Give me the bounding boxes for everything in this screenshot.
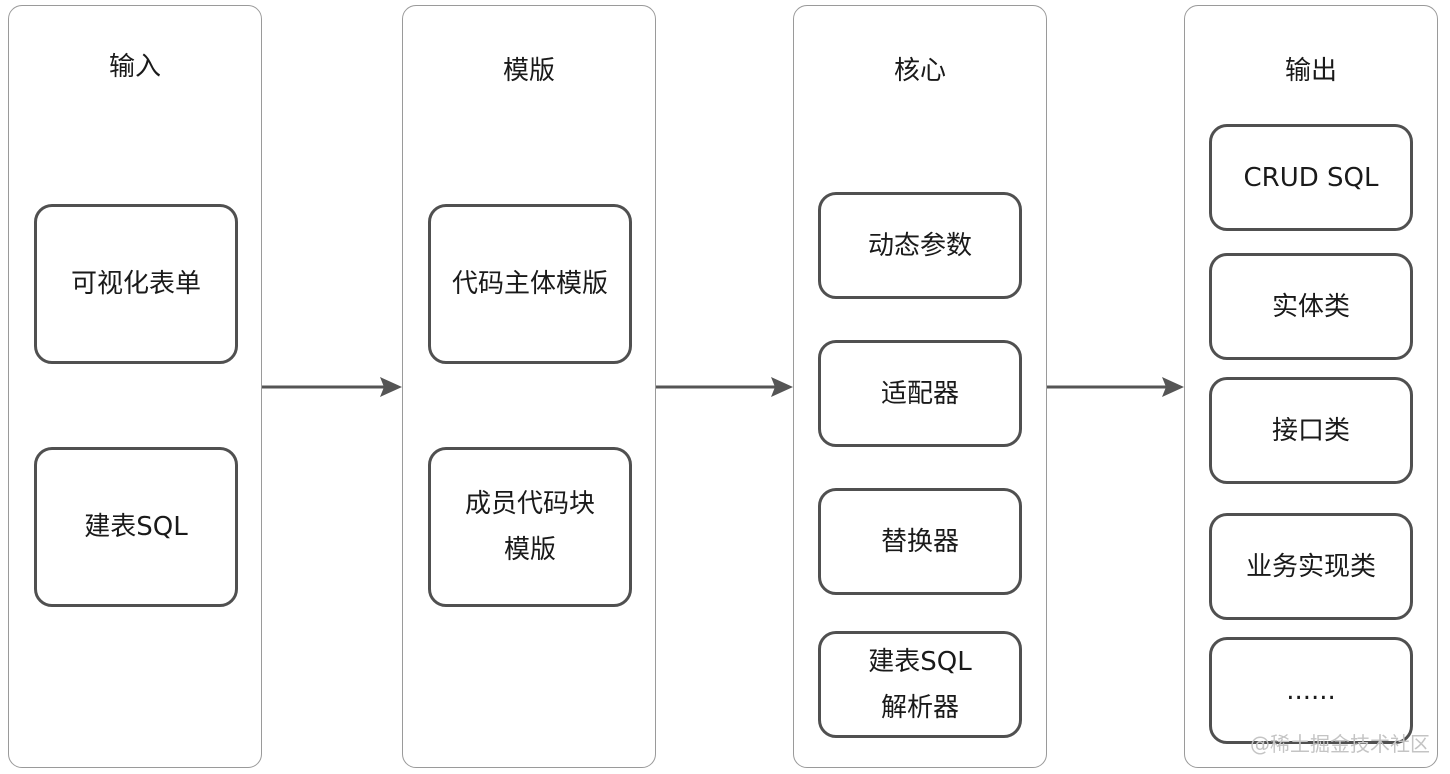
node-label: 可视化表单 bbox=[70, 269, 201, 299]
watermark: @稀土掘金技术社区 bbox=[1250, 732, 1430, 756]
node-service-impl-class: 业务实现类 bbox=[1209, 513, 1413, 620]
arrow-template-to-core bbox=[656, 377, 793, 397]
column-title: 核心 bbox=[893, 56, 946, 86]
node-label: 适配器 bbox=[880, 378, 959, 409]
node-more: ...... bbox=[1209, 637, 1413, 744]
node-sql-parser: 建表SQL 解析器 bbox=[818, 631, 1022, 738]
node-create-table-sql: 建表SQL bbox=[34, 447, 238, 607]
node-label: 实体类 bbox=[1271, 291, 1350, 322]
node-label: 接口类 bbox=[1271, 415, 1350, 446]
node-visual-form: 可视化表单 bbox=[34, 204, 238, 364]
node-label: 建表SQL bbox=[84, 512, 188, 542]
column-input: 输入 可视化表单 建表SQL bbox=[8, 5, 262, 768]
arrow-input-to-template bbox=[262, 377, 402, 397]
node-label: 成员代码块 bbox=[464, 489, 595, 519]
node-label: 建表SQL bbox=[868, 646, 972, 677]
node-entity-class: 实体类 bbox=[1209, 253, 1413, 360]
node-label: 解析器 bbox=[880, 692, 959, 723]
node-code-body-template: 代码主体模版 bbox=[428, 204, 632, 364]
node-dynamic-params: 动态参数 bbox=[818, 192, 1022, 299]
column-title: 输入 bbox=[108, 52, 161, 82]
node-member-code-block-template: 成员代码块 模版 bbox=[428, 447, 632, 607]
node-label: 代码主体模版 bbox=[451, 269, 608, 299]
node-label: CRUD SQL bbox=[1243, 162, 1379, 193]
node-label: 动态参数 bbox=[867, 230, 972, 261]
arrow-core-to-output bbox=[1047, 377, 1184, 397]
node-crud-sql: CRUD SQL bbox=[1209, 124, 1413, 231]
column-title: 输出 bbox=[1284, 56, 1337, 86]
node-label: 业务实现类 bbox=[1245, 551, 1376, 582]
node-label: ...... bbox=[1286, 675, 1336, 706]
node-replacer: 替换器 bbox=[818, 488, 1022, 595]
column-core: 核心 动态参数 适配器 替换器 建表SQL 解析器 bbox=[793, 5, 1047, 768]
column-output: 输出 CRUD SQL 实体类 接口类 业务实现类 ...... bbox=[1184, 5, 1438, 768]
node-label: 模版 bbox=[503, 535, 556, 565]
column-title: 模版 bbox=[502, 56, 555, 86]
column-template: 模版 代码主体模版 成员代码块 模版 bbox=[402, 5, 656, 768]
node-adapter: 适配器 bbox=[818, 340, 1022, 447]
node-interface-class: 接口类 bbox=[1209, 377, 1413, 484]
node-label: 替换器 bbox=[880, 526, 959, 557]
